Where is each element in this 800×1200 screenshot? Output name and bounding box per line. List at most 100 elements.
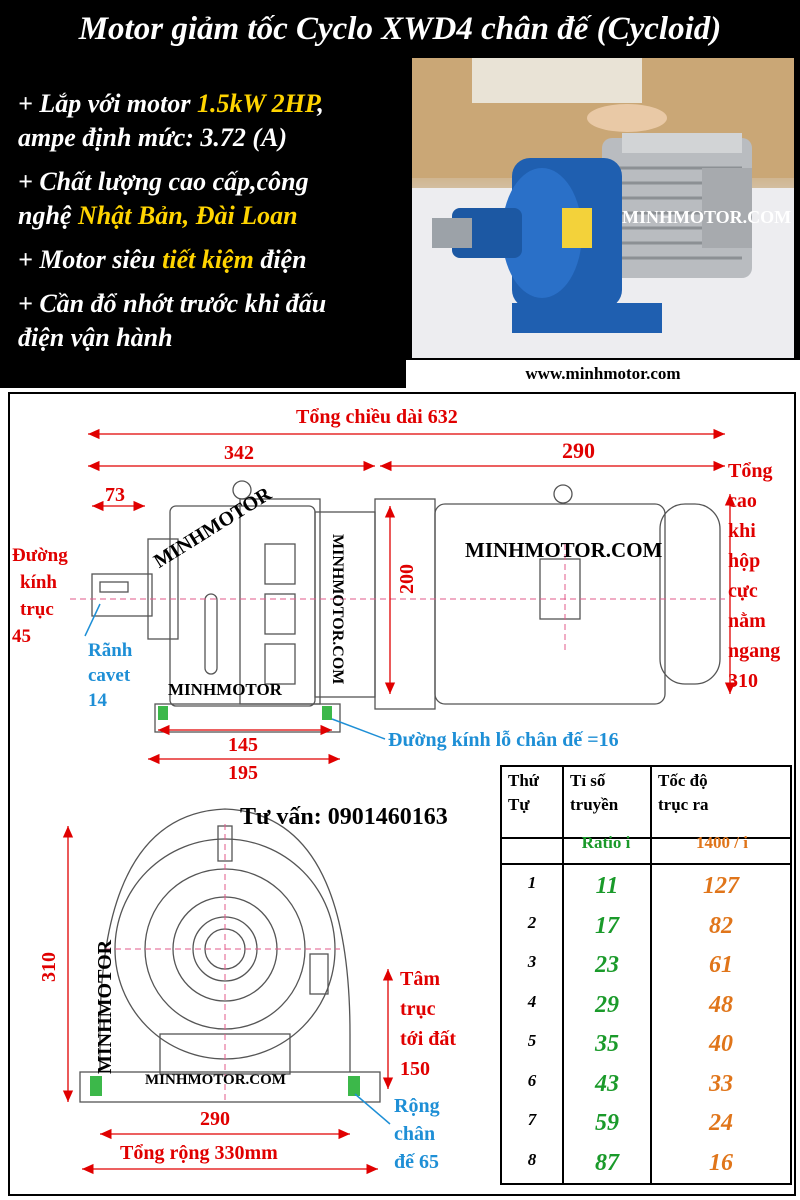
row-ratio: 11 (595, 873, 619, 899)
photo-watermark: MINHMOTOR.COM (622, 207, 791, 227)
ratio-table: Thứ Tự Tỉ số truyền Tốc độ trục ra Ratio… (500, 765, 792, 1185)
feature-text: + Lắp với motor (18, 89, 197, 118)
label-line: Rãnh (88, 640, 133, 661)
watermark-front-2: MINHMOTOR.COM (145, 1072, 286, 1088)
label-line: trục (400, 998, 436, 1020)
header-speed: Tốc độ trục ra (658, 769, 788, 817)
row-speed: 48 (709, 991, 733, 1018)
row-speed: 127 (703, 873, 739, 899)
table-rule (502, 863, 790, 865)
row-index: 3 (527, 952, 537, 971)
dim-290-side: 290 (562, 438, 595, 463)
header-line: Tỉ số (570, 771, 606, 790)
label-line: trục (20, 599, 54, 620)
row-index: 6 (527, 1070, 537, 1090)
watermark-side-4: MINHMOTOR (168, 680, 282, 699)
row-ratio: 35 (595, 1031, 619, 1057)
row-ratio: 87 (595, 1149, 619, 1176)
page-title: Motor giảm tốc Cyclo XWD4 chân đế (Cyclo… (0, 0, 800, 58)
label-line: Đường (12, 545, 68, 566)
row-ratio: 29 (595, 991, 619, 1018)
feature-line-2: ampe định mức: 3.72 (A) (18, 123, 288, 152)
row-speed: 82 (709, 912, 733, 939)
label-line: tới đất (400, 1028, 457, 1050)
header-line: truyền (570, 795, 619, 814)
feature-line-1: + Lắp với motor 1.5kW 2HP, (18, 86, 398, 122)
front-view-outline (79, 808, 381, 1103)
row-speed: 61 (709, 952, 733, 978)
foot-marks (158, 706, 332, 720)
table-header (502, 767, 790, 839)
label-line: nằm (728, 610, 766, 632)
label-line: đế 65 (394, 1151, 439, 1173)
keyway-label: Rãnh cavet 14 (88, 638, 132, 713)
row-ratio: 43 (595, 1070, 619, 1097)
dim-290-front: 290 (200, 1108, 230, 1130)
row-index: 4 (527, 991, 537, 1011)
feature-line-4: nghệ Nhật Bản, Đài Loan (18, 198, 398, 234)
feature-text: nghệ (18, 201, 78, 230)
watermark-side-3: MINHMOTOR.COM (465, 538, 663, 562)
dim-200: 200 (396, 564, 418, 594)
feature-highlight: tiết kiệm (162, 245, 254, 274)
front-foot-marks (90, 1076, 360, 1096)
row-index: 1 (527, 873, 537, 892)
feature-panel: + Lắp với motor 1.5kW 2HP, ampe định mức… (0, 58, 406, 388)
row-index: 8 (527, 1149, 537, 1169)
side-dimensions (88, 428, 736, 765)
dim-310-front: 310 (38, 952, 60, 982)
feature-text: điện (253, 245, 307, 274)
front-dimensions (62, 826, 394, 1175)
feature-highlight: 1.5kW 2HP (196, 89, 318, 118)
dim-73: 73 (105, 484, 125, 506)
feature-text: , (317, 89, 324, 118)
feature-highlight: Nhật Bản, Đài Loan (77, 201, 298, 230)
label-line: hộp (728, 550, 761, 572)
label-line: cực (728, 580, 758, 602)
header-line: Tốc độ (658, 771, 708, 790)
row-speed: 16 (709, 1149, 733, 1176)
row-index: 7 (527, 1110, 537, 1129)
product-photo: MINHMOTOR.COM (412, 58, 794, 358)
total-height-label: Tổng cao khi hộp cực nằm ngang 310 (728, 456, 780, 696)
row-speed: 24 (709, 1110, 733, 1136)
motor-illustration: MINHMOTOR.COM (412, 58, 794, 358)
header-line: trục ra (658, 795, 709, 814)
website-url: www.minhmotor.com (406, 360, 800, 388)
hole-leader (331, 718, 386, 740)
feature-text: + Motor siêu (18, 245, 163, 274)
feature-line-7: điện vận hành (18, 323, 173, 352)
keyway-leader (84, 603, 101, 637)
label-line: kính (20, 572, 57, 593)
table-divider (650, 767, 652, 1183)
row-speed: 33 (709, 1070, 733, 1097)
label-line: 45 (12, 626, 31, 647)
watermark-side-2: MINHMOTOR.COM (329, 534, 346, 685)
feature-line-3: + Chất lượng cao cấp,công (18, 167, 309, 196)
total-width-label: Tổng rộng 330mm (120, 1142, 278, 1164)
header-line: Thứ (508, 771, 539, 790)
header-line: Tự (508, 795, 530, 814)
foot-hole-label: Đường kính lỗ chân đế =16 (388, 729, 619, 751)
side-centerline (70, 544, 725, 654)
label-line: Rộng (394, 1095, 440, 1117)
label-line: cao (728, 490, 757, 512)
table-divider (562, 767, 564, 1183)
center-height-label: Tâm trục tới đất 150 (400, 964, 456, 1084)
feature-line-5: + Motor siêu tiết kiệm điện (18, 242, 398, 278)
label-line: Tâm (400, 968, 440, 990)
dim-195: 195 (228, 762, 258, 784)
watermark-front-1: MINHMOTOR (94, 939, 116, 1074)
total-length-label: Tổng chiều dài 632 (296, 406, 458, 428)
label-line: ngang (728, 640, 781, 662)
label-line: chân (394, 1123, 436, 1145)
row-index: 2 (527, 912, 537, 932)
foot-width-label: Rộng chân đế 65 (394, 1092, 440, 1176)
header-index: Thứ Tự (508, 769, 558, 817)
label-line: cavet (88, 665, 131, 686)
label-line: khi (728, 520, 756, 542)
drawing-area: Tổng chiều dài 632 3 4 2 290 73 200 1 45 19… (8, 392, 796, 1196)
row-index: 5 (527, 1031, 537, 1050)
row-speed: 40 (709, 1031, 733, 1057)
